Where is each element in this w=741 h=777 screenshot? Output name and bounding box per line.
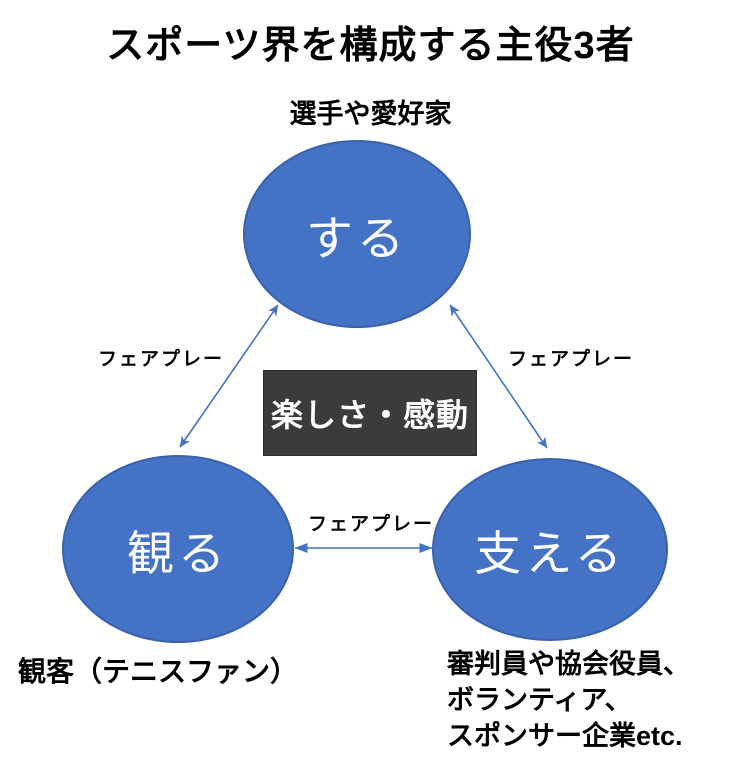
node-watch: 観る: [62, 455, 294, 643]
node-do: する: [243, 140, 471, 328]
caption-players: 選手や愛好家: [289, 99, 452, 129]
center-box-label: 楽しさ・感動: [270, 397, 469, 433]
center-box: 楽しさ・感動: [263, 370, 477, 456]
caption-supporters-line2: ボランティア、: [447, 685, 632, 715]
node-watch-label: 観る: [127, 526, 229, 580]
edge-label-do-support: フェアプレー: [508, 349, 635, 370]
edge-do-watch: [179, 304, 279, 448]
node-do-label: する: [306, 211, 408, 265]
edge-label-do-watch: フェアプレー: [98, 349, 225, 370]
caption-supporters: 審判員や協会役員、 ボランティア、 スポンサー企業etc.: [447, 646, 690, 754]
node-support-label: 支える: [474, 527, 626, 580]
caption-supporters-line1: 審判員や協会役員、: [447, 649, 690, 679]
edge-do-support: [449, 304, 548, 449]
page-title: スポーツ界を構成する主役3者: [106, 25, 635, 67]
edge-label-watch-support: フェアプレー: [308, 514, 435, 535]
node-support: 支える: [432, 458, 668, 641]
caption-spectators: 観客（テニスファン）: [18, 656, 299, 687]
caption-supporters-line3: スポンサー企業etc.: [447, 721, 683, 751]
